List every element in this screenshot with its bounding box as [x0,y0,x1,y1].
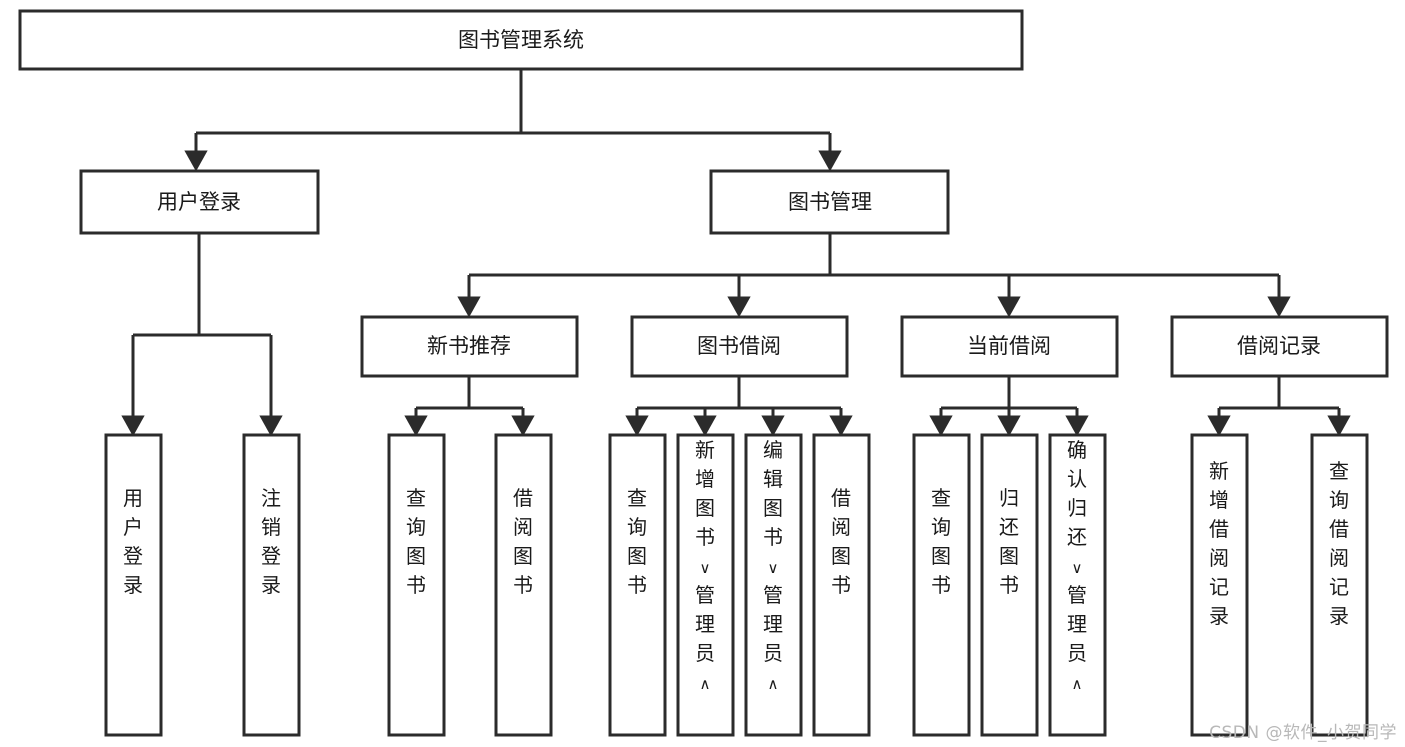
leaf-label: 查询借阅记录 [1329,459,1349,628]
node-book-manage-label: 图书管理 [788,190,872,214]
edges-user-login-to-leaves [121,233,283,437]
leaf-node[interactable]: 注销登录 [242,433,301,737]
leaf-node[interactable]: 查询图书 [912,433,971,737]
edges-book-borrow-to-leaves [625,376,853,437]
leaf-label: 借阅图书 [831,486,851,597]
leaf-node[interactable]: 借阅图书 [494,433,553,737]
leaf-node[interactable]: 借阅图书 [812,433,871,737]
node-new-book-recommend[interactable]: 新书推荐 [360,315,579,378]
edges-book-manage-to-level3 [457,233,1291,318]
leaf-node[interactable]: 确认归还∨管理员∧ [1048,433,1107,737]
node-root-label: 图书管理系统 [458,28,584,52]
leaf-node[interactable]: 查询图书 [608,433,667,737]
leaf-label: 借阅图书 [513,486,533,597]
leaf-group-user-login: 用户登录 注销登录 [104,433,301,737]
leaf-node[interactable]: 归还图书 [980,433,1039,737]
node-root-system[interactable]: 图书管理系统 [18,9,1024,71]
leaf-label: 查询图书 [627,486,647,597]
leaf-node[interactable]: 新增图书∨管理员∧ [676,433,735,737]
node-new-book-recommend-label: 新书推荐 [427,334,511,358]
leaf-label: 新增图书∨管理员∧ [695,438,715,693]
node-borrow-record-label: 借阅记录 [1237,334,1321,358]
leaf-node[interactable]: 新增借阅记录 [1190,433,1249,737]
leaf-label: 注销登录 [261,486,281,597]
node-book-borrow-label: 图书借阅 [697,334,781,358]
leaf-group-current-borrow: 查询图书 归还图书 确认归还∨管理员∧ [912,433,1107,737]
node-user-login[interactable]: 用户登录 [79,169,320,235]
leaf-label: 查询图书 [406,486,426,597]
node-user-login-label: 用户登录 [157,190,241,214]
leaf-group-new-book-recommend: 查询图书 借阅图书 [387,433,553,737]
leaf-node[interactable]: 查询图书 [387,433,446,737]
edges-current-borrow-to-leaves [929,376,1089,437]
node-book-borrow[interactable]: 图书借阅 [630,315,849,378]
leaf-node[interactable]: 编辑图书∨管理员∧ [744,433,803,737]
leaf-label: 用户登录 [123,486,143,597]
leaf-label: 归还图书 [999,486,1019,597]
leaf-group-borrow-record: 新增借阅记录 查询借阅记录 [1190,433,1369,737]
leaf-group-book-borrow: 查询图书 新增图书∨管理员∧ 编辑图书∨管理员∧ 借阅图书 [608,433,871,737]
leaf-node[interactable]: 用户登录 [104,433,163,737]
leaf-label: 确认归还∨管理员∧ [1067,438,1087,693]
leaf-label: 编辑图书∨管理员∧ [763,438,783,693]
edges-root-to-level2 [184,69,842,172]
node-current-borrow[interactable]: 当前借阅 [900,315,1119,378]
edges-new-book-to-leaves [404,376,535,437]
leaf-label: 查询图书 [931,486,951,597]
edges-borrow-record-to-leaves [1207,376,1351,437]
node-borrow-record[interactable]: 借阅记录 [1170,315,1389,378]
leaf-node[interactable]: 查询借阅记录 [1310,433,1369,737]
node-book-manage[interactable]: 图书管理 [709,169,950,235]
leaf-label: 新增借阅记录 [1209,459,1229,628]
node-current-borrow-label: 当前借阅 [967,334,1051,358]
